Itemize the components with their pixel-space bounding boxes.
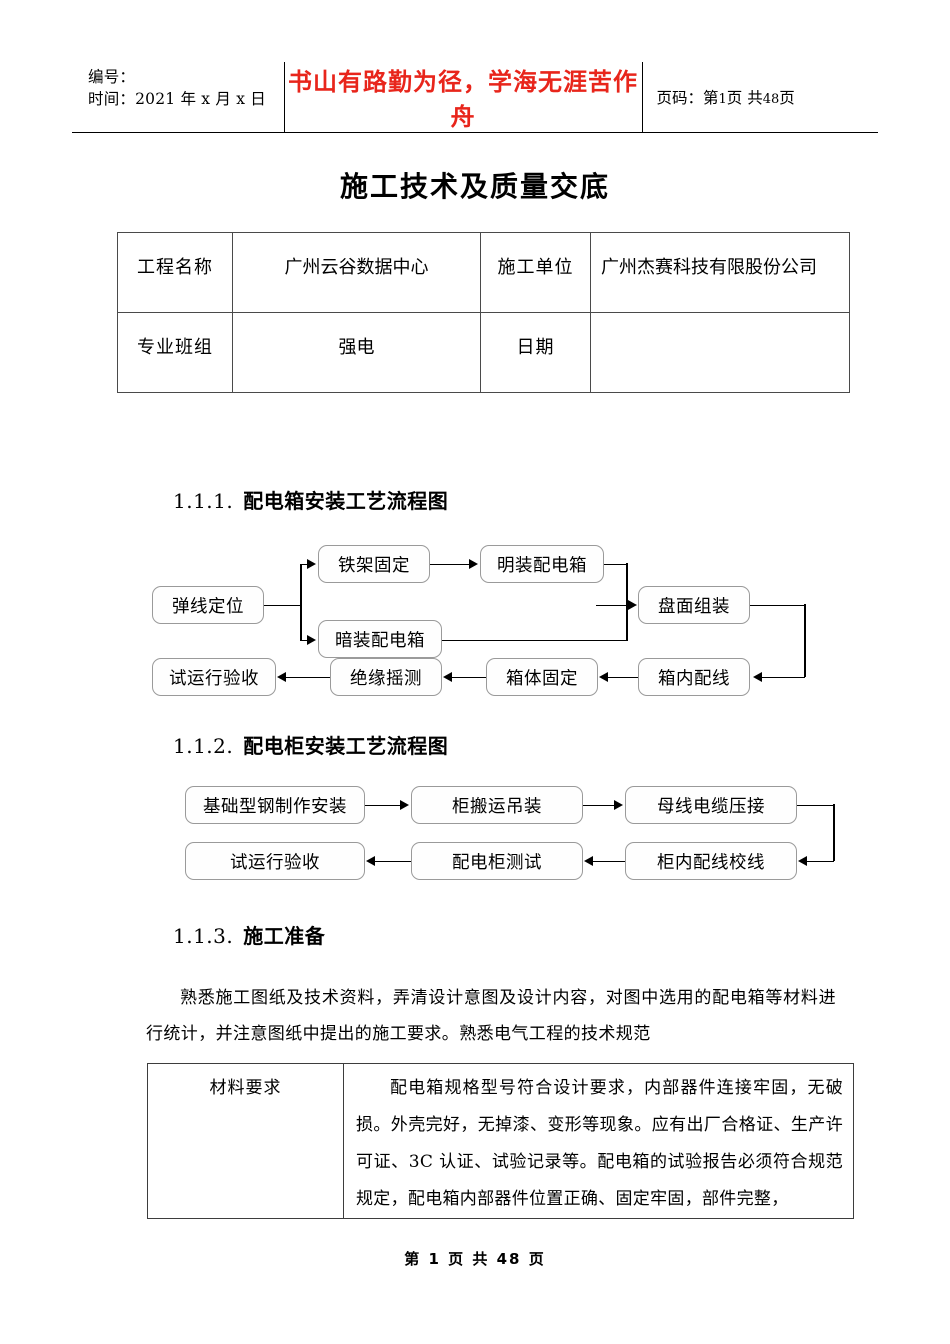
info-value-date <box>590 312 850 393</box>
body-paragraph: 熟悉施工图纸及技术资料，弄清设计意图及设计内容，对图中选用的配电箱等材料进行统计… <box>146 988 836 1044</box>
flowchart-distribution-box-installation: 弹线定位 铁架固定 明装配电箱 暗装配电箱 盘面组装 箱内配线 箱体固定 绝缘摇… <box>140 540 820 700</box>
flow1-node-insulation-test: 绝缘摇测 <box>330 658 442 696</box>
flow2-connector-6 <box>593 860 625 863</box>
section-title-2: 配电柜安装工艺流程图 <box>243 734 449 758</box>
flow2-connector-2 <box>583 804 615 807</box>
flow1-arrowhead-to-internal-wiring <box>753 671 762 682</box>
flow1-arrowhead-to-frame-fixing <box>307 558 316 569</box>
info-value-contractor: 广州杰赛科技有限股份公司 <box>590 232 850 313</box>
material-requirement-content: 配电箱规格型号符合设计要求，内部器件连接牢固，无破损。外壳完好，无掉漆、变形等现… <box>343 1063 854 1219</box>
flow2-node-trial-acceptance: 试运行验收 <box>185 842 365 880</box>
flow1-node-frame-fixing: 铁架固定 <box>318 545 430 583</box>
flow1-connector-10 <box>626 563 628 605</box>
flow1-connector-8 <box>442 639 628 642</box>
section-heading-3: 1.1.3. 施工准备 <box>173 920 325 949</box>
flow2-arrowhead-to-cabinet-hoisting <box>400 799 409 810</box>
header-page-mid: 页 共 <box>726 89 763 107</box>
section-title-1: 配电箱安装工艺流程图 <box>243 489 449 513</box>
flow1-arrowhead-to-insulation-test <box>443 671 452 682</box>
flow1-connector-3 <box>300 563 309 566</box>
flow1-arrowhead-to-box-fixing <box>599 671 608 682</box>
flow1-node-trial-acceptance: 试运行验收 <box>152 658 276 696</box>
flow1-node-box-fixing: 箱体固定 <box>486 658 598 696</box>
flow1-connector-4 <box>300 639 309 642</box>
info-label-work-team: 专业班组 <box>117 312 233 393</box>
flow1-node-panel-assembly: 盘面组装 <box>638 586 750 624</box>
flow2-connector-4 <box>833 804 835 861</box>
flow1-arrowhead-to-trial-acceptance <box>277 671 286 682</box>
header-motto: 书山有路勤为径，学海无涯苦作舟 <box>288 67 638 131</box>
section-number-2: 1.1.2. <box>173 734 234 758</box>
flow1-arrowhead-to-panel-assembly <box>628 599 637 610</box>
flow1-connector-9 <box>596 604 628 607</box>
header-page-suffix: 页 <box>779 89 795 107</box>
flow1-connector-5 <box>430 563 470 566</box>
flow2-connector-5 <box>807 860 834 863</box>
page-footer: 第 1 页 共 48 页 <box>404 1250 546 1268</box>
table-row: 工程名称 广州云谷数据中心 施工单位 广州杰赛科技有限股份公司 <box>117 232 850 313</box>
flow2-arrowhead-to-wiring-check <box>798 855 807 866</box>
header-pagination-cell: 页码：第1页 共48页 <box>642 62 878 133</box>
section-title-3: 施工准备 <box>243 924 326 948</box>
header-page-total: 48 <box>762 92 780 107</box>
flow1-node-surface-box: 明装配电箱 <box>480 545 604 583</box>
flow2-node-wiring-check: 柜内配线校线 <box>625 842 797 880</box>
flow2-connector-7 <box>375 860 411 863</box>
flow1-node-line-marking: 弹线定位 <box>152 586 264 624</box>
info-label-project-name: 工程名称 <box>117 232 233 313</box>
section-number-3: 1.1.3. <box>173 924 234 948</box>
page-header-table: 编号： 时间：2021 年 x 月 x 日 书山有路勤为径，学海无涯苦作舟 页码… <box>72 62 878 133</box>
flow1-connector-12 <box>804 604 806 677</box>
flow1-connector-11 <box>750 604 806 607</box>
header-page-prefix: 页码：第 <box>656 89 719 107</box>
flow2-arrowhead-to-trial-acceptance <box>366 855 375 866</box>
flow2-connector-3 <box>797 804 835 807</box>
flow1-arrowhead-to-surface-box <box>469 558 478 569</box>
info-value-project-name: 广州云谷数据中心 <box>232 232 481 313</box>
info-value-work-team: 强电 <box>232 312 481 393</box>
flow2-arrowhead-to-busbar-crimping <box>614 799 623 810</box>
flow2-arrowhead-to-cabinet-test <box>584 855 593 866</box>
info-label-contractor: 施工单位 <box>480 232 591 313</box>
flow2-node-busbar-crimping: 母线电缆压接 <box>625 786 797 824</box>
flow1-node-internal-wiring: 箱内配线 <box>638 658 750 696</box>
section-heading-2: 1.1.2. 配电柜安装工艺流程图 <box>173 730 448 759</box>
flow1-connector-16 <box>286 676 330 679</box>
section-heading-1: 1.1.1. 配电箱安装工艺流程图 <box>173 485 448 514</box>
section-number-1: 1.1.1. <box>173 489 234 513</box>
material-requirement-table: 材料要求 配电箱规格型号符合设计要求，内部器件连接牢固，无破损。外壳完好，无掉漆… <box>147 1063 854 1219</box>
header-motto-cell: 书山有路勤为径，学海无涯苦作舟 <box>284 62 643 133</box>
header-id-label: 编号： <box>88 68 136 86</box>
flow1-connector-6 <box>604 563 628 566</box>
material-requirement-label: 材料要求 <box>147 1063 344 1219</box>
flow1-connector-2 <box>300 564 302 641</box>
flow1-arrowhead-to-flush-box <box>307 634 316 645</box>
flow2-node-cabinet-hoisting: 柜搬运吊装 <box>411 786 583 824</box>
flow1-connector-13 <box>762 676 805 679</box>
info-label-date: 日期 <box>480 312 591 393</box>
flow2-node-steel-base: 基础型钢制作安装 <box>185 786 365 824</box>
flow2-connector-1 <box>365 804 401 807</box>
table-row: 专业班组 强电 日期 <box>117 312 850 393</box>
flowchart-switchgear-installation: 基础型钢制作安装 柜搬运吊装 母线电缆压接 柜内配线校线 配电柜测试 试运行验收 <box>185 782 835 892</box>
flow1-connector-1 <box>264 604 302 607</box>
header-time-label: 时间：2021 年 x 月 x 日 <box>88 90 266 109</box>
flow1-connector-14 <box>608 676 638 679</box>
page-title: 施工技术及质量交底 <box>339 170 610 203</box>
table-row: 材料要求 配电箱规格型号符合设计要求，内部器件连接牢固，无破损。外壳完好，无掉漆… <box>147 1063 854 1219</box>
flow2-node-cabinet-test: 配电柜测试 <box>411 842 583 880</box>
header-id-time-cell: 编号： 时间：2021 年 x 月 x 日 <box>72 62 285 133</box>
flow1-connector-15 <box>452 676 486 679</box>
header-page-current: 1 <box>718 92 727 107</box>
project-info-table: 工程名称 广州云谷数据中心 施工单位 广州杰赛科技有限股份公司 专业班组 强电 … <box>117 232 850 393</box>
flow1-node-flush-box: 暗装配电箱 <box>318 620 442 658</box>
